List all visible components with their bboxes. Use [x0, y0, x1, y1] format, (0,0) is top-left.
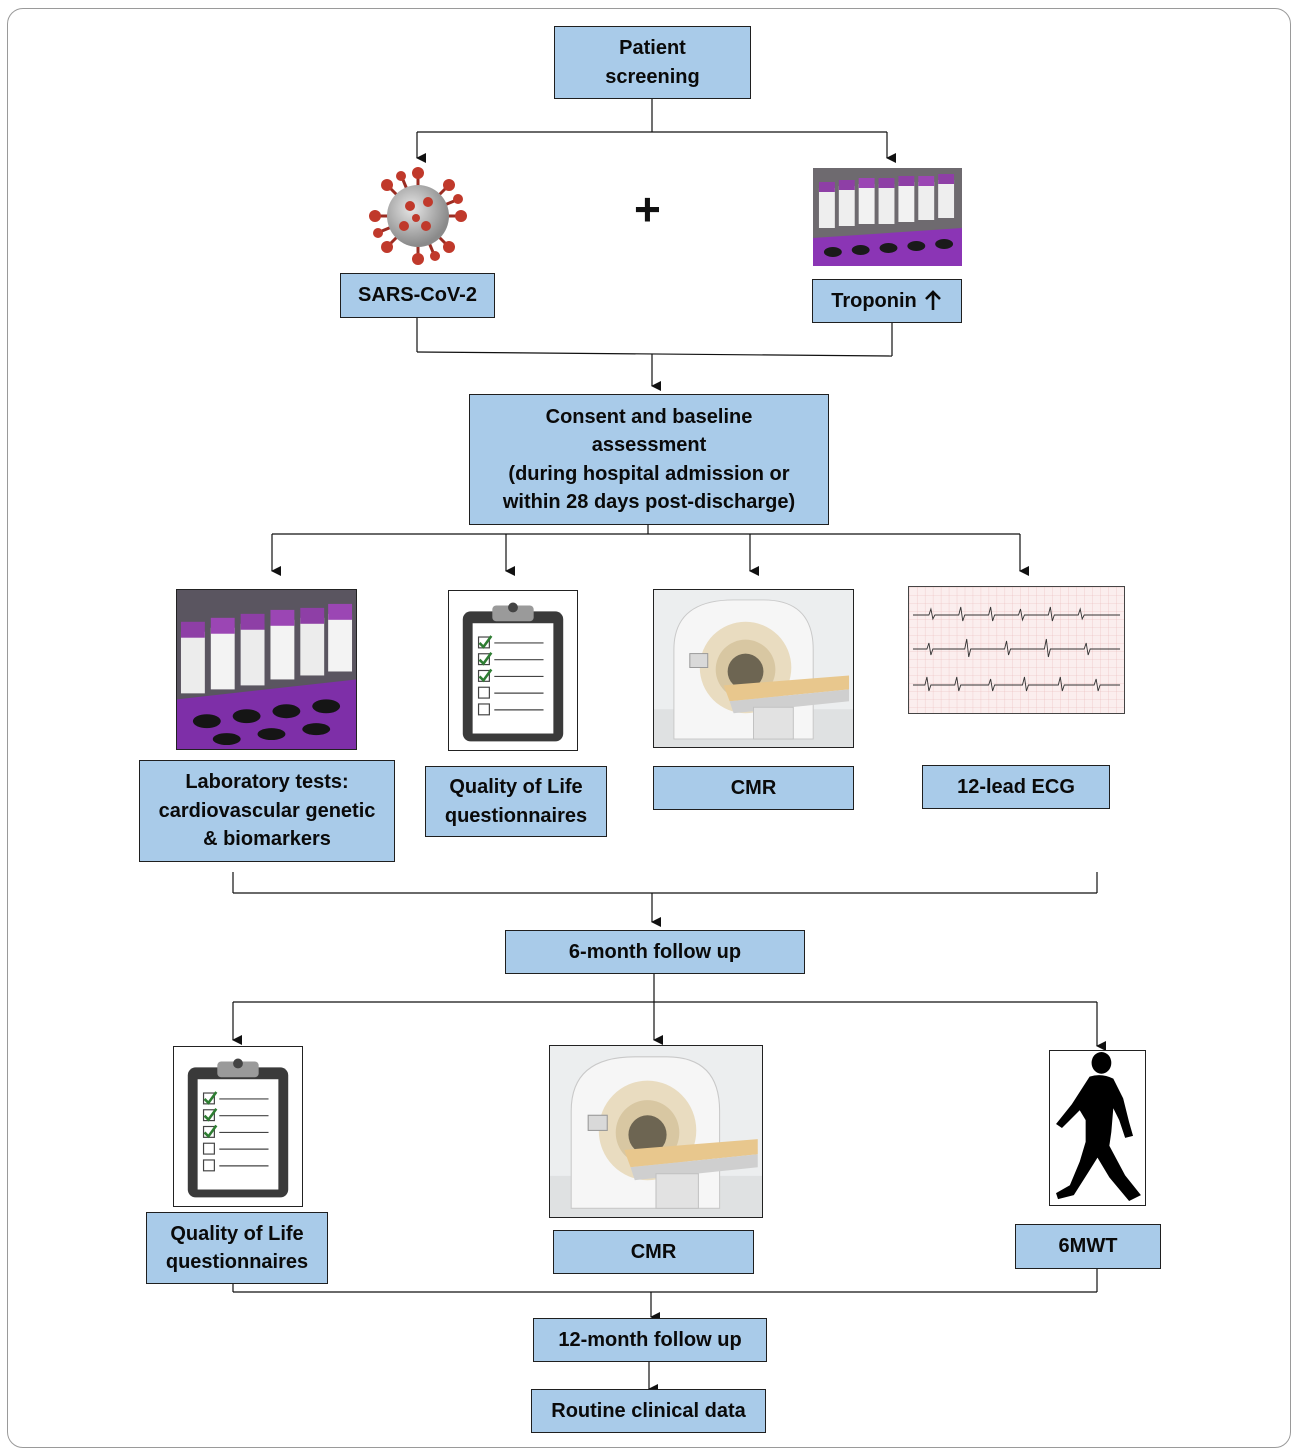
- ecg-strip-icon: [908, 586, 1125, 714]
- mri-scanner-icon: [653, 589, 854, 748]
- six-minute-walk-test-box: 6MWT: [1015, 1224, 1161, 1269]
- quality-of-life-box-baseline: Quality of Life questionnaires: [425, 766, 607, 837]
- clipboard-checklist-icon: [173, 1046, 303, 1207]
- blood-tube-rack-icon: [176, 589, 357, 750]
- troponin-label: Troponin: [831, 289, 917, 312]
- laboratory-tests-box: Laboratory tests: cardiovascular genetic…: [139, 760, 395, 862]
- walking-person-icon: [1049, 1050, 1146, 1206]
- coronavirus-icon: [367, 166, 469, 266]
- twelve-month-follow-up-box: 12-month follow up: [533, 1318, 767, 1362]
- blood-tube-rack-icon: [813, 168, 962, 266]
- clipboard-checklist-icon: [448, 590, 578, 751]
- routine-clinical-data-box: Routine clinical data: [531, 1389, 766, 1433]
- troponin-box: Troponin: [812, 279, 962, 323]
- arrow-up-icon: [924, 290, 941, 310]
- cmr-box-baseline: CMR: [653, 766, 854, 810]
- mri-scanner-icon: [549, 1045, 763, 1218]
- patient-screening-box: Patient screening: [554, 26, 751, 99]
- quality-of-life-box-followup: Quality of Life questionnaires: [146, 1212, 328, 1284]
- ecg-box: 12-lead ECG: [922, 765, 1110, 809]
- sars-cov-2-box: SARS-CoV-2: [340, 273, 495, 318]
- consent-baseline-box: Consent and baseline assessment (during …: [469, 394, 829, 525]
- plus-symbol: +: [634, 183, 661, 235]
- six-month-follow-up-box: 6-month follow up: [505, 930, 805, 974]
- cmr-box-followup: CMR: [553, 1230, 754, 1274]
